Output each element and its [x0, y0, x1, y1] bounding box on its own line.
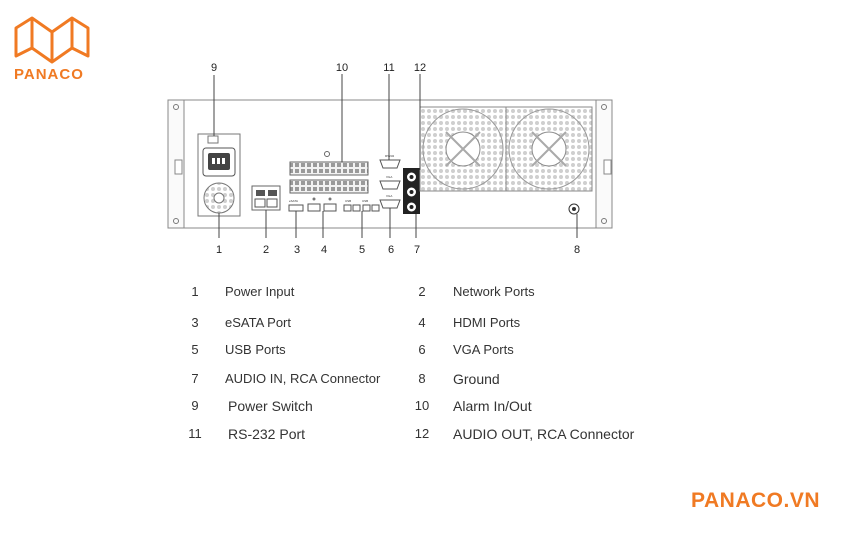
callout-6: 6	[388, 244, 394, 256]
vga-label-2: VGA	[386, 194, 392, 198]
power-module	[197, 133, 241, 217]
legend-number: 9	[191, 398, 199, 413]
legend-label: HDMI Ports	[453, 315, 521, 330]
legend-label: Alarm In/Out	[453, 398, 532, 414]
callout-10: 10	[336, 62, 348, 74]
legend-number: 10	[414, 398, 430, 413]
legend-label: eSATA Port	[225, 315, 291, 330]
legend-number: 6	[418, 342, 426, 357]
legend-label: Ground	[453, 371, 500, 387]
chassis	[167, 99, 613, 229]
callout-numbers: 9 10 11 12 1 2 3 4 5 6 7 8	[211, 62, 580, 256]
callout-5: 5	[359, 244, 365, 256]
usb-label-a: USB	[345, 199, 351, 203]
esata-label: eSATA	[289, 199, 298, 203]
legend-label: USB Ports	[225, 342, 286, 357]
callout-4: 4	[321, 244, 327, 256]
callout-8: 8	[574, 244, 580, 256]
legend-number: 11	[188, 426, 202, 441]
panaco-logo-icon	[14, 16, 90, 64]
callout-3: 3	[294, 244, 300, 256]
legend-number: 4	[418, 315, 426, 330]
callout-7: 7	[414, 244, 420, 256]
vga-label-1: VGA	[386, 175, 392, 179]
legend-number: 2	[418, 284, 426, 299]
network-ports	[251, 185, 281, 211]
callout-lines	[213, 74, 578, 238]
legend-label: Power Switch	[228, 398, 313, 414]
legend-label: AUDIO OUT, RCA Connector	[453, 426, 635, 442]
usb-label-b: USB	[362, 199, 368, 203]
legend-label: VGA Ports	[453, 342, 514, 357]
rs232-vga-ports: RS232 VGA VGA	[379, 154, 401, 209]
legend-number: 8	[418, 371, 426, 386]
callout-2: 2	[263, 244, 269, 256]
rs232-label: RS232	[385, 154, 395, 158]
legend-number: 1	[191, 284, 199, 299]
legend-number: 5	[191, 342, 199, 357]
legend-label: AUDIO IN, RCA Connector	[225, 371, 381, 386]
rca-audio	[403, 168, 420, 214]
legend-number: 7	[191, 371, 199, 386]
legend-label: Power Input	[225, 284, 295, 299]
alarm-terminals	[289, 151, 369, 194]
usb-ports: USB USB	[343, 199, 380, 212]
callout-11: 11	[383, 62, 394, 74]
legend-number: 12	[414, 426, 430, 441]
legend-label: RS-232 Port	[228, 426, 306, 442]
ground-terminal	[568, 203, 580, 215]
cooling-fans	[419, 106, 593, 192]
callout-1: 1	[216, 244, 222, 256]
callout-9: 9	[211, 62, 217, 74]
logo-text: PANACO	[14, 66, 84, 83]
legend-number: 3	[191, 315, 199, 330]
callout-12: 12	[414, 62, 426, 74]
brand-url: PANACO.VN	[691, 489, 820, 512]
legend-label: Network Ports	[453, 284, 535, 299]
